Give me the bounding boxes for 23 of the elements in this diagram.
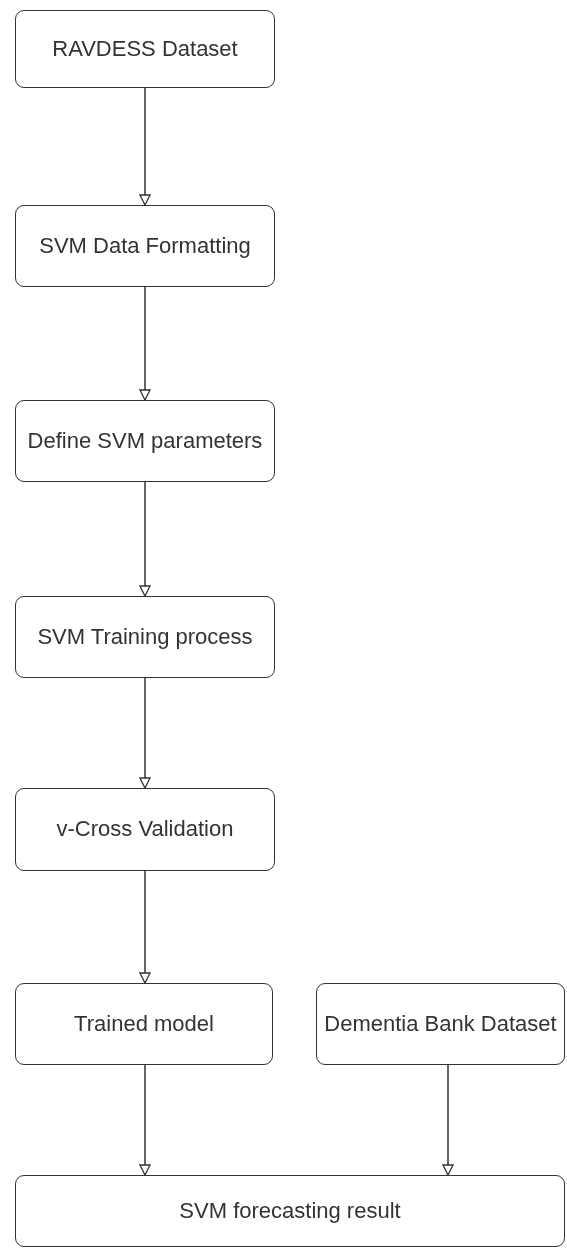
arrow <box>139 481 151 597</box>
box-label: Define SVM parameters <box>27 426 263 455</box>
box-label: Dementia Bank Dataset <box>324 1009 557 1038</box>
process-box <box>15 596 275 678</box>
process-box <box>316 983 565 1065</box>
arrow <box>139 286 151 401</box>
arrow <box>139 87 151 206</box>
box-label: SVM forecasting result <box>179 1196 401 1225</box>
arrow <box>139 1064 151 1176</box>
process-box <box>15 10 275 88</box>
process-box <box>15 983 273 1065</box>
box-label: SVM Data Formatting <box>39 231 251 260</box>
box-label: Trained model <box>74 1009 214 1038</box>
arrow <box>139 870 151 984</box>
box-label: RAVDESS Dataset <box>52 34 238 63</box>
box-label: v-Cross Validation <box>56 815 234 844</box>
process-box <box>15 400 275 482</box>
process-box <box>15 205 275 287</box>
process-box <box>15 788 275 871</box>
process-box <box>15 1175 565 1247</box>
box-label: SVM Training process <box>37 622 253 651</box>
arrow <box>442 1064 454 1176</box>
arrow <box>139 677 151 789</box>
